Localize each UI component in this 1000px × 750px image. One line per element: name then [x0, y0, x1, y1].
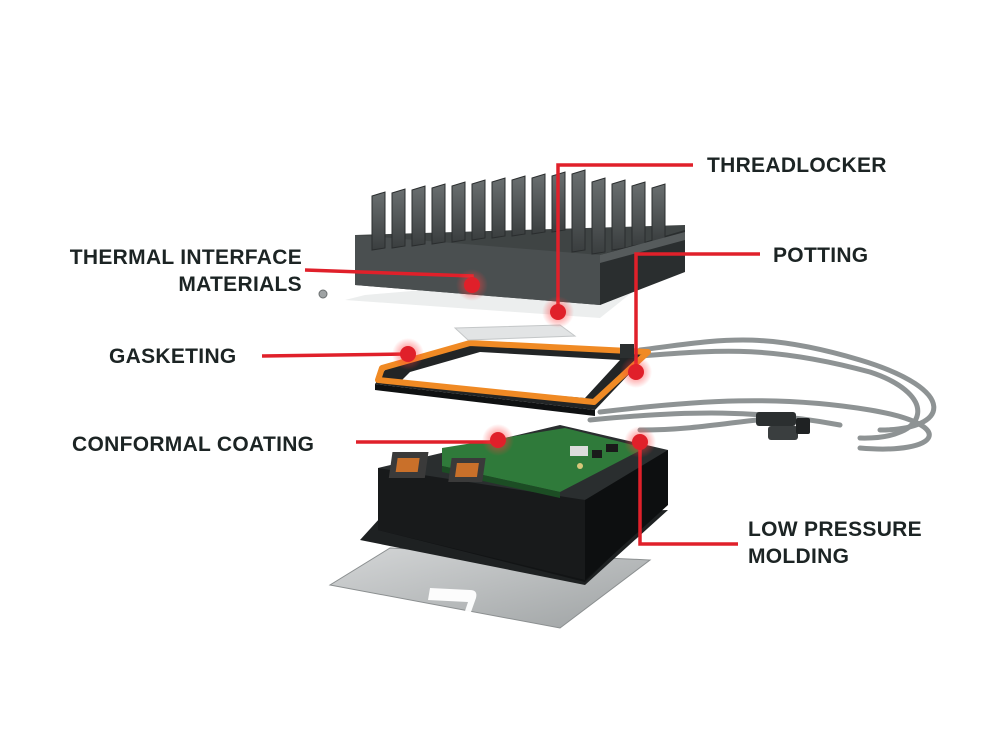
thermal-pad	[453, 324, 577, 341]
thermal-text-line1: THERMAL INTERFACE	[69, 246, 302, 269]
lpm-text-line1: LOW PRESSURE	[748, 518, 922, 541]
threadlocker-dot	[542, 296, 574, 328]
heatsink	[345, 169, 685, 318]
thermal-dot	[456, 269, 488, 301]
lpm-leader	[638, 442, 738, 546]
thermal-interface-label: THERMAL INTERFACE MATERIALS	[40, 244, 302, 298]
gasketing-leader	[261, 352, 409, 358]
low-pressure-molding-label: LOW PRESSURE MOLDING	[748, 516, 922, 570]
conformal-text: CONFORMAL COATING	[72, 433, 315, 456]
thermal-text-line2: MATERIALS	[178, 273, 302, 296]
potting-dot	[620, 356, 652, 388]
cable-connectors	[756, 412, 810, 440]
potting-text: POTTING	[773, 244, 869, 267]
gasket-frame	[375, 340, 651, 416]
lpm-dot	[624, 426, 656, 458]
threadlocker-text: THREADLOCKER	[707, 154, 887, 177]
lpm-text-line2: MOLDING	[748, 545, 850, 568]
threadlocker-leader	[556, 163, 693, 312]
gasketing-text: GASKETING	[109, 345, 237, 368]
gasketing-dot	[392, 338, 424, 370]
callout-dots	[392, 269, 656, 458]
screw-icon	[318, 289, 328, 299]
gasketing-label: GASKETING	[109, 343, 237, 370]
cable-bundle	[587, 337, 937, 452]
potting-label: POTTING	[773, 242, 868, 269]
conformal-coating-label: CONFORMAL COATING	[72, 431, 314, 458]
pcb-board	[388, 428, 645, 498]
conformal-dot	[482, 424, 514, 456]
potting-leader	[634, 252, 760, 372]
threadlocker-label: THREADLOCKER	[707, 152, 887, 179]
